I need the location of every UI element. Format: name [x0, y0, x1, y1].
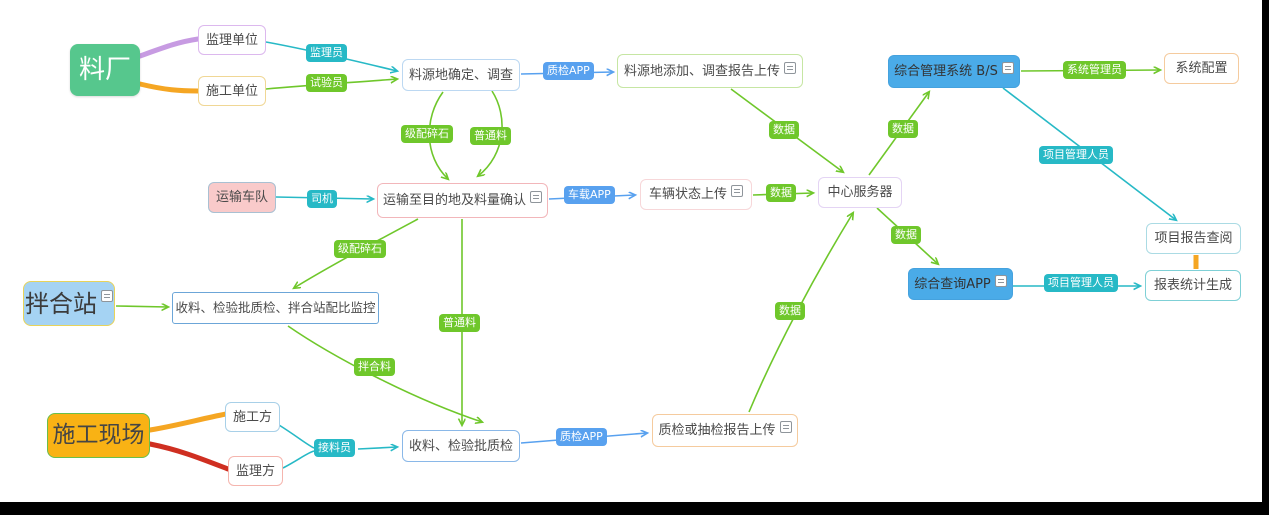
- node-label: 收料、检验批质检: [408, 438, 513, 454]
- edge-label-xiangmu-guanli-1[interactable]: 项目管理人员: [1039, 146, 1113, 165]
- edge-label-jipeisuishi-mid[interactable]: 级配碎石: [334, 240, 386, 259]
- node-label: 综合查询APP: [914, 276, 991, 292]
- edge-label-shuju-cheliang[interactable]: 数据: [766, 184, 796, 203]
- node-banhezhan[interactable]: 拌合站: [23, 281, 115, 326]
- node-shouliao-jianyan[interactable]: 收料、检验批质检: [402, 430, 520, 462]
- node-label: 项目报告查阅: [1154, 231, 1233, 246]
- node-zhongxin-fuwuqi[interactable]: 中心服务器: [818, 177, 902, 208]
- node-label: 施工方: [232, 409, 272, 425]
- node-shigong-xianchang[interactable]: 施工现场: [47, 413, 150, 458]
- node-liaochang[interactable]: 料厂: [70, 44, 140, 96]
- edge-label-xiangmu-guanli-2[interactable]: 项目管理人员: [1044, 274, 1118, 293]
- node-yunshu-mudidi[interactable]: 运输至目的地及料量确认: [377, 183, 548, 218]
- edge-label-jieliaoyuan[interactable]: 接料员: [314, 439, 355, 458]
- note-icon[interactable]: [779, 421, 792, 433]
- node-jianli-danwei[interactable]: 监理单位: [198, 25, 266, 55]
- note-icon[interactable]: [994, 274, 1007, 287]
- node-liaoyuandi-queding[interactable]: 料源地确定、调查: [402, 59, 520, 91]
- node-zhijian-choujian[interactable]: 质检或抽检报告上传: [652, 414, 798, 447]
- edge-liaochang-jianlidanwei: [137, 36, 201, 59]
- node-shouliao-banhezhan[interactable]: 收料、检验批质检、拌合站配比监控: [172, 292, 379, 324]
- node-label: 收料、检验批质检、拌合站配比监控: [175, 299, 376, 315]
- window-edge-right: [1262, 0, 1269, 515]
- node-label: 系统配置: [1175, 61, 1228, 76]
- node-liaoyuandi-tianjia[interactable]: 料源地添加、调查报告上传: [617, 54, 803, 88]
- edge-banhezhan-shouliaobanhezhan: [115, 306, 168, 307]
- node-zonghe-chaxun-app[interactable]: 综合查询APP: [908, 268, 1013, 300]
- edge-label-jipeisuishi-top[interactable]: 级配碎石: [401, 125, 453, 144]
- edge-label-shiyanyuan[interactable]: 试验员: [306, 74, 347, 93]
- edge-label-siji[interactable]: 司机: [307, 190, 337, 209]
- note-icon[interactable]: [101, 289, 113, 302]
- node-label: 监理方: [235, 463, 275, 479]
- node-zonghe-guanli-xitong[interactable]: 综合管理系统 B/S: [888, 55, 1020, 88]
- edge-shigongxianchang-shigongfang: [147, 411, 229, 433]
- node-shigong-fang[interactable]: 施工方: [225, 402, 280, 432]
- edge-liaochang-shigongdanwei: [137, 81, 201, 94]
- node-xitong-peizhi[interactable]: 系统配置: [1164, 53, 1239, 84]
- node-label: 料源地确定、调查: [408, 67, 513, 83]
- edge-label-shuju-chaxun[interactable]: 数据: [891, 226, 921, 245]
- node-yunshu-chedui[interactable]: 运输车队: [208, 182, 276, 213]
- edge-label-putongliao-mid[interactable]: 普通料: [439, 314, 480, 333]
- node-baobiao-tongji[interactable]: 报表统计生成: [1145, 270, 1241, 301]
- note-icon[interactable]: [731, 185, 743, 197]
- node-shigong-danwei[interactable]: 施工单位: [198, 76, 266, 106]
- node-label: 中心服务器: [827, 185, 893, 200]
- edge-jianlifang-jieliaoyuan: [282, 450, 315, 469]
- edge-label-shuju-baogao[interactable]: 数据: [769, 121, 799, 140]
- edge-label-zhijian-app-bottom[interactable]: 质检APP: [556, 428, 607, 447]
- note-icon[interactable]: [1001, 62, 1014, 74]
- node-cheliang-zhuangtai[interactable]: 车辆状态上传: [640, 179, 752, 210]
- node-label: 料源地添加、调查报告上传: [623, 63, 780, 79]
- node-label: 报表统计生成: [1153, 278, 1232, 293]
- edge-label-putongliao-top[interactable]: 普通料: [470, 127, 511, 146]
- note-icon[interactable]: [784, 61, 796, 74]
- edge-label-jianliyuan[interactable]: 监理员: [306, 44, 347, 63]
- node-label: 综合管理系统 B/S: [894, 64, 998, 79]
- node-label: 运输至目的地及料量确认: [382, 193, 526, 208]
- edge-label-zhijian-app-top[interactable]: 质检APP: [543, 62, 594, 81]
- edge-label-chezai-app[interactable]: 车载APP: [564, 186, 615, 205]
- node-jianli-fang[interactable]: 监理方: [228, 456, 283, 486]
- node-label: 拌合站: [25, 289, 97, 318]
- node-label: 施工单位: [205, 83, 258, 99]
- node-label: 运输车队: [215, 190, 268, 205]
- node-label: 料厂: [78, 55, 131, 85]
- edge-label-banheliao[interactable]: 拌合料: [354, 358, 395, 377]
- edge-shigongfang-jieliaoyuan: [278, 424, 315, 449]
- edge-label-shuju-zhijian[interactable]: 数据: [775, 302, 805, 321]
- edge-jieliaoyuan-shouliaojianyan: [357, 447, 397, 449]
- node-label: 监理单位: [205, 32, 258, 48]
- node-label: 车辆状态上传: [648, 187, 727, 202]
- node-label: 施工现场: [52, 422, 145, 448]
- note-icon[interactable]: [530, 191, 542, 203]
- edge-label-xitong-guanliyuan[interactable]: 系统管理员: [1063, 61, 1126, 80]
- edge-label-shuju-guanli[interactable]: 数据: [888, 120, 918, 139]
- node-xiangmu-baogao-chayue[interactable]: 项目报告查阅: [1146, 223, 1241, 254]
- edge-shigongxianchang-jianlifang: [147, 441, 231, 472]
- node-label: 质检或抽检报告上传: [658, 423, 776, 438]
- window-edge-bottom: [0, 502, 1269, 515]
